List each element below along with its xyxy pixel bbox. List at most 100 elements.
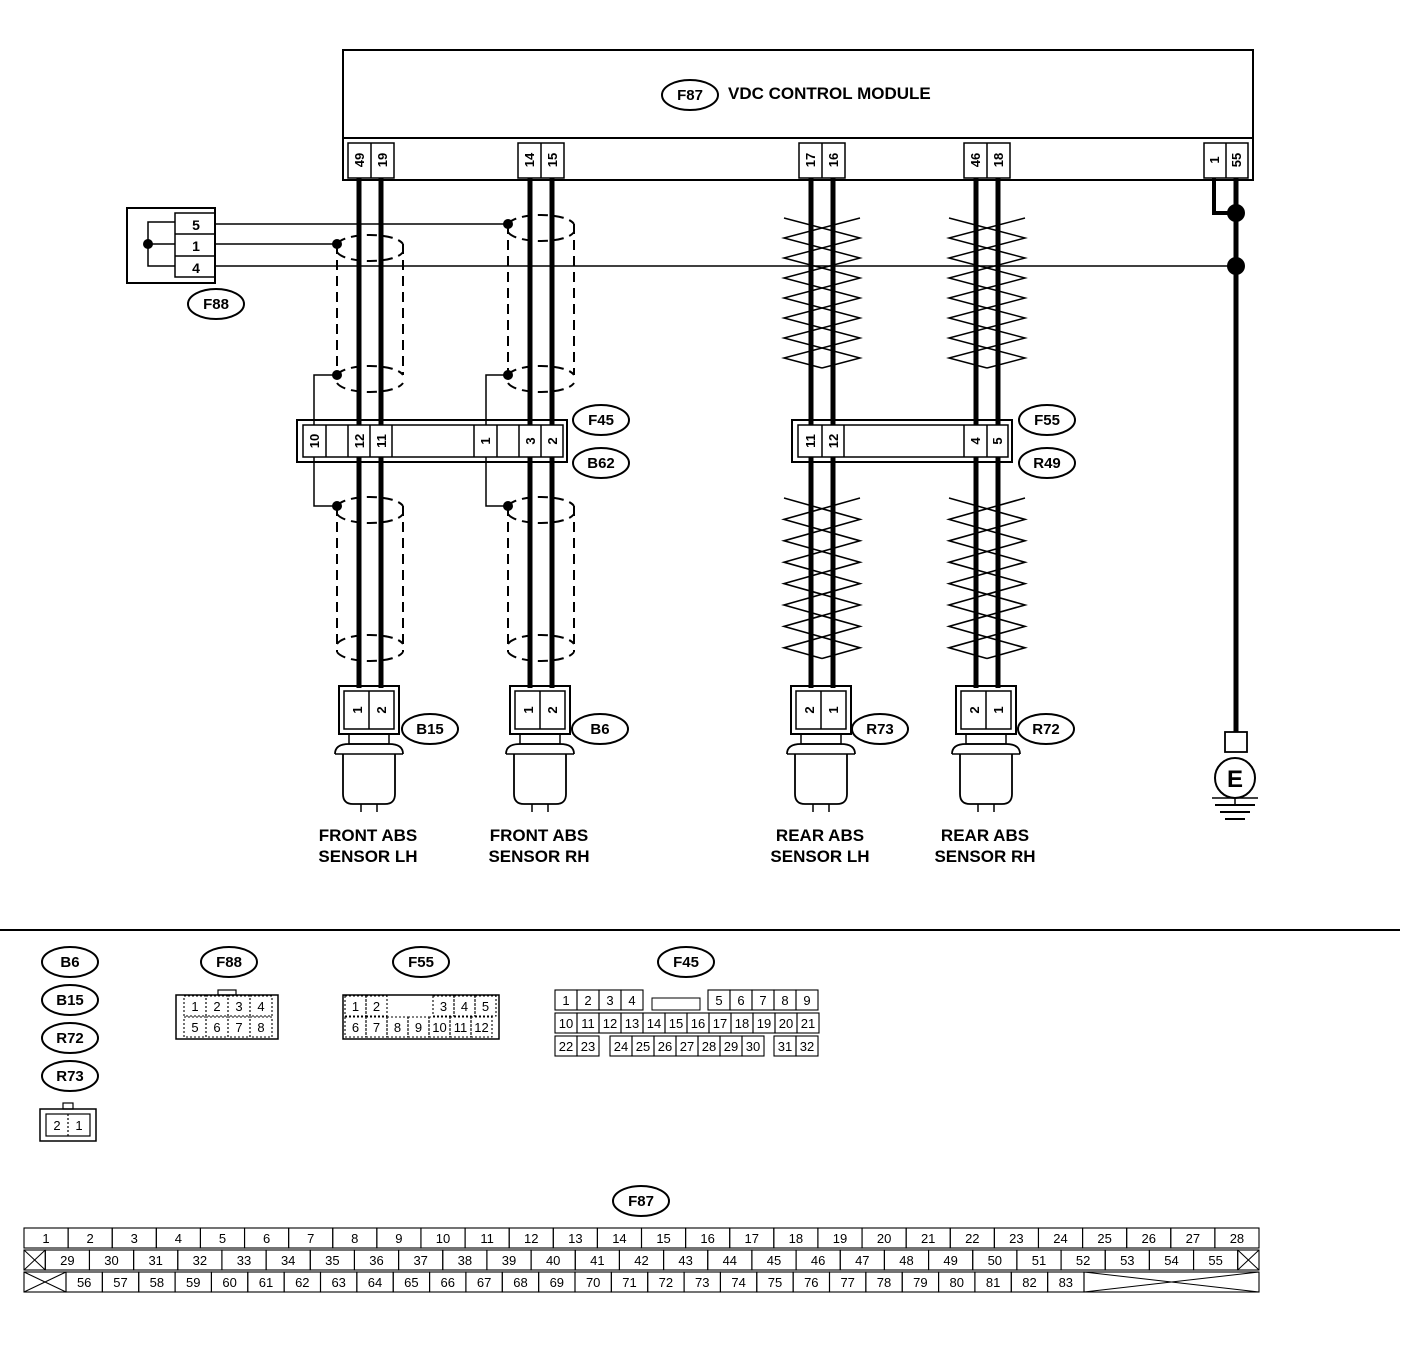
legend-f45-tag: F45 <box>673 954 699 971</box>
legend-f87-row3-pin: 64 <box>368 1275 382 1290</box>
sensor-rear-lh-label-1: REAR ABS <box>776 826 864 845</box>
legend-f45-row1b-pin: 7 <box>759 993 766 1008</box>
legend-f87-row3-pin: 56 <box>77 1275 91 1290</box>
legend-f87-row1-pin: 10 <box>436 1231 450 1246</box>
legend-sensor-pin-2: 2 <box>53 1118 60 1133</box>
sensor-front-lh-label-2: SENSOR LH <box>318 847 417 866</box>
legend-f45-row1a-pin: 3 <box>606 993 613 1008</box>
legend-f87-row3-pin: 77 <box>840 1275 854 1290</box>
legend-f55-row1a-pin: 1 <box>352 999 359 1014</box>
legend-f87-row3-pin: 80 <box>950 1275 964 1290</box>
r72-pin-1: 1 <box>991 706 1006 713</box>
module-pin-15: 15 <box>545 153 560 167</box>
legend-sensor-connectors: B6 B15 R72 R73 2 1 <box>39 946 99 1142</box>
module-pin-55: 55 <box>1229 153 1244 167</box>
b6-pin-2: 2 <box>545 706 560 713</box>
legend-f88-row1-pin: 1 <box>191 999 198 1014</box>
legend-f87-row3-pin: 62 <box>295 1275 309 1290</box>
legend-f87-row1-pin: 4 <box>175 1231 182 1246</box>
r73-pin-1: 1 <box>826 706 841 713</box>
legend-f87-row3-pin: 72 <box>659 1275 673 1290</box>
legend-f88-row1-cell <box>249 995 273 1017</box>
legend-f55-row1b-cell <box>432 995 455 1017</box>
sensor-front-lh-label-1: FRONT ABS <box>319 826 418 845</box>
legend-f87-row1-pin: 18 <box>789 1231 803 1246</box>
legend-f55-row1b-cell <box>474 995 497 1017</box>
legend-f45-row2-pin: 20 <box>779 1016 793 1031</box>
legend-f87-row2-pin: 49 <box>943 1253 957 1268</box>
b15-pin-2: 2 <box>374 706 389 713</box>
legend-f45-row2-pin: 21 <box>801 1016 815 1031</box>
legend-f87-row2-pin: 44 <box>723 1253 737 1268</box>
legend-f87-row2-pin: 53 <box>1120 1253 1134 1268</box>
legend-f87-row1-pin: 20 <box>877 1231 891 1246</box>
legend-f87-row1-pin: 12 <box>524 1231 538 1246</box>
legend-f45-row3b-pin: 28 <box>702 1039 716 1054</box>
legend-f45-row3a-cell <box>576 1035 600 1057</box>
legend-f87-row2-pin: 31 <box>148 1253 162 1268</box>
legend-f87-row1-pin: 6 <box>263 1231 270 1246</box>
r72-tag: R72 <box>1032 721 1060 738</box>
f55-tag: F55 <box>1034 412 1060 429</box>
legend-f87-row1-pin: 16 <box>700 1231 714 1246</box>
legend-f55-row1a-cell <box>365 995 388 1017</box>
legend-f87-row1-pin: 26 <box>1141 1231 1155 1246</box>
legend-f88-row1-pin: 4 <box>257 999 264 1014</box>
legend-f87-row1-pin: 25 <box>1097 1231 1111 1246</box>
legend-f45-row3c-pin: 31 <box>778 1039 792 1054</box>
legend-f87-row3-pin: 67 <box>477 1275 491 1290</box>
legend-f87-row2-pin: 38 <box>458 1253 472 1268</box>
legend-tag-b15: B15 <box>56 992 84 1009</box>
legend-f45-row1a-pin: 4 <box>628 993 635 1008</box>
legend-f87-row1-pin: 21 <box>921 1231 935 1246</box>
legend-f55-row2-cell <box>449 1016 472 1038</box>
legend-f87-row1-pin: 8 <box>351 1231 358 1246</box>
f45-pin-2: 2 <box>545 437 560 444</box>
legend-f87-row2-pin: 34 <box>281 1253 295 1268</box>
legend-tag-r72: R72 <box>56 1030 84 1047</box>
legend-f87-row2-pin: 55 <box>1208 1253 1222 1268</box>
legend-f55-row2-pin: 9 <box>415 1020 422 1035</box>
sensor-rear-rh: 2 1 R72 REAR ABS SENSOR RH <box>934 685 1075 866</box>
module-pin-16: 16 <box>826 153 841 167</box>
f88-lines <box>215 223 1236 267</box>
r49-tag: R49 <box>1033 455 1061 472</box>
legend-f87-row2-pin: 50 <box>988 1253 1002 1268</box>
legend-f45-row3b-cell <box>741 1035 765 1057</box>
legend-f87-row3-pin: 65 <box>404 1275 418 1290</box>
ground-circuit: E <box>1212 178 1258 820</box>
legend-f55-row2-cell <box>386 1016 409 1038</box>
legend-f88-row2-pin: 5 <box>191 1020 198 1035</box>
legend-f87-row1-pin: 5 <box>219 1231 226 1246</box>
legend-f87-row1-pin: 3 <box>131 1231 138 1246</box>
legend-f45-row3b-pin: 30 <box>746 1039 760 1054</box>
legend-f55-row2-pin: 7 <box>373 1020 380 1035</box>
f88-pin-4: 4 <box>192 260 200 276</box>
legend-f87-row2-pin: 37 <box>413 1253 427 1268</box>
legend-f87-row2-pin: 29 <box>60 1253 74 1268</box>
module-pin-14: 14 <box>522 152 537 167</box>
sensor-rear-lh: 2 1 R73 REAR ABS SENSOR LH <box>770 685 909 866</box>
f45-pin-11: 11 <box>374 434 389 448</box>
rear-rh-harness <box>948 178 1026 688</box>
legend-f55-row2-pin: 11 <box>454 1020 468 1035</box>
b6-pin-1: 1 <box>521 706 536 713</box>
sensor-rear-rh-label-1: REAR ABS <box>941 826 1029 845</box>
legend-f45-row1a-pin: 2 <box>584 993 591 1008</box>
r73-pin-2: 2 <box>802 706 817 713</box>
legend-f87-row3-pin: 60 <box>222 1275 236 1290</box>
legend-f87-row2-pin: 41 <box>590 1253 604 1268</box>
legend-f87-row3-pin: 63 <box>331 1275 345 1290</box>
f45-pin-12: 12 <box>352 434 367 448</box>
legend-f87-row2-pin: 48 <box>899 1253 913 1268</box>
module-pin-49: 49 <box>352 153 367 167</box>
legend-f87-row1-pin: 22 <box>965 1231 979 1246</box>
legend-f45-row1a-cell <box>620 989 644 1011</box>
legend-f87-row2-pin: 40 <box>546 1253 560 1268</box>
legend-f45-row3c-pin: 32 <box>800 1039 814 1054</box>
legend-f87-row3-pin: 76 <box>804 1275 818 1290</box>
